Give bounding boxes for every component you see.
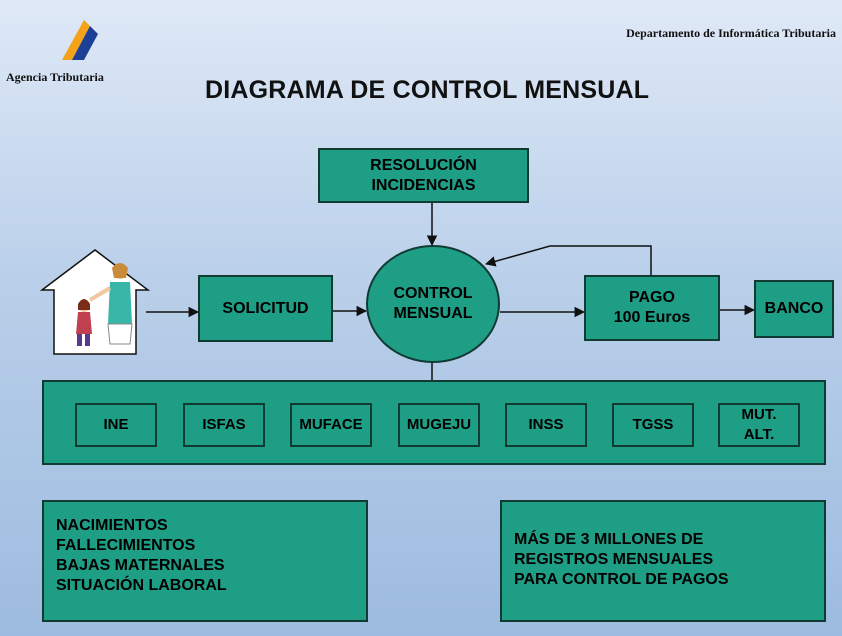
organismo-muface: MUFACE	[290, 403, 372, 447]
pago-box: PAGO 100 Euros	[584, 275, 720, 341]
agency-logo-icon	[62, 18, 98, 60]
resolucion-incidencias-box: RESOLUCIÓN INCIDENCIAS	[318, 148, 529, 203]
organismo-tgss: TGSS	[612, 403, 694, 447]
organismo-inss: INSS	[505, 403, 587, 447]
agency-name: Agencia Tributaria	[6, 70, 104, 84]
eventos-box: NACIMIENTOS FALLECIMIENTOS BAJAS MATERNA…	[42, 500, 368, 622]
page-title: DIAGRAMA DE CONTROL MENSUAL	[205, 76, 650, 104]
organismo-isfas: ISFAS	[183, 403, 265, 447]
organismo-ine: INE	[75, 403, 157, 447]
mother-child-house-icon	[40, 249, 150, 355]
banco-box: BANCO	[754, 280, 834, 338]
solicitud-box: SOLICITUD	[198, 275, 333, 342]
control-mensual-ellipse: CONTROL MENSUAL	[366, 245, 500, 363]
organismo-mut-alt: MUT. ALT.	[718, 403, 800, 447]
registros-box: MÁS DE 3 MILLONES DE REGISTROS MENSUALES…	[500, 500, 826, 622]
organismo-mugeju: MUGEJU	[398, 403, 480, 447]
arrow-pago-feedback	[484, 245, 652, 275]
department-label: Departamento de Informática Tributaria	[626, 26, 836, 40]
